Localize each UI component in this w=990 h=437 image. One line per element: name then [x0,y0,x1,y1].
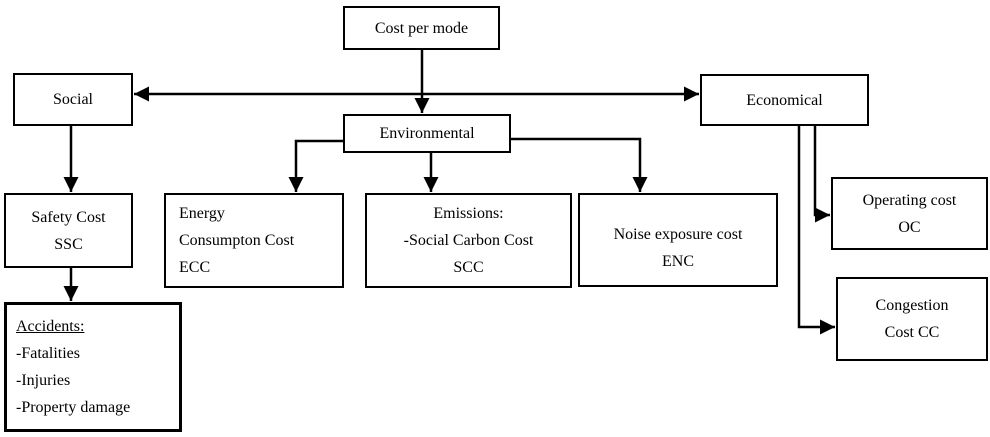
energy-line1: Energy [179,205,225,222]
safety-cost-line1: Safety Cost [31,208,106,226]
accidents-title: Accidents: [16,318,85,335]
node-cost-per-mode-label: Cost per mode [374,19,469,37]
congestion-line2: Cost CC [884,324,940,341]
energy-line2: Consumpton Cost [179,232,295,249]
node-emissions: Emissions: -Social Carbon Cost SCC [365,193,572,288]
congestion-line1: Congestion [875,297,949,314]
node-environmental-label: Environmental [379,125,475,142]
operating-line2: OC [898,218,921,236]
node-energy-consumption-cost: Energy Consumpton Cost ECC [164,193,344,288]
node-economical-label: Economical [746,91,823,109]
node-economical: Economical [700,74,869,126]
node-social-label: Social [53,91,93,108]
node-safety-cost: Safety Cost SSC [4,193,133,268]
node-cost-per-mode: Cost per mode [343,6,500,50]
arrow-environmental-to-energy [288,139,344,192]
arrow-economical-to-congestion [797,126,835,335]
operating-line1: Operating cost [862,191,957,209]
node-congestion-cost: Congestion Cost CC [836,277,988,361]
node-noise-exposure-cost: Noise exposure cost ENC [578,193,778,287]
safety-cost-line2: SSC [54,235,83,253]
node-social: Social [13,73,133,126]
node-accidents: Accidents: -Fatalities -Injuries -Proper… [4,302,182,432]
accidents-item-property-damage: -Property damage [16,399,131,416]
node-environmental: Environmental [343,114,511,153]
emissions-line3: SCC [453,259,484,276]
arrow-environmental-to-noise [511,137,648,192]
arrow-economical-to-operating [813,126,830,223]
accidents-item-injuries: -Injuries [16,372,71,389]
noise-line1: Noise exposure cost [613,226,743,243]
noise-line2: ENC [662,253,694,270]
energy-line3: ECC [179,259,211,276]
node-operating-cost: Operating cost OC [831,177,988,250]
accidents-item-fatalities: -Fatalities [16,345,80,362]
emissions-line2: -Social Carbon Cost [403,232,534,249]
emissions-line1: Emissions: [433,205,504,222]
